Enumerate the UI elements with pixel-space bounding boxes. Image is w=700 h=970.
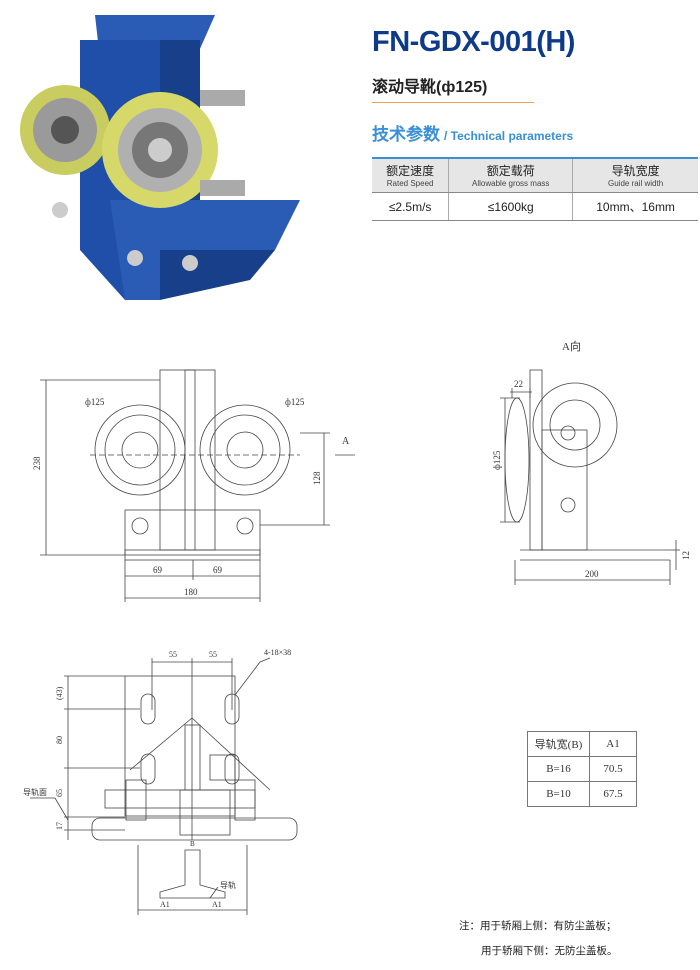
- value-gross-mass: ≤1600kg: [448, 192, 574, 221]
- a1-left: A1: [160, 900, 170, 909]
- header-rail-width: 导轨宽(B): [527, 731, 590, 757]
- value-rated-speed: ≤2.5m/s: [372, 192, 450, 221]
- rail-width-label: B: [190, 840, 195, 848]
- header-a1: A1: [589, 731, 637, 757]
- product-subtitle: 滚动导靴(ф125): [372, 79, 488, 96]
- dim-wheel-dia: ф125: [492, 450, 502, 470]
- dim-65: 65: [55, 789, 64, 797]
- table-row: B=16 70.5: [527, 756, 637, 782]
- dim-height-axis: 128: [312, 471, 322, 485]
- cell-a1: 67.5: [589, 781, 637, 807]
- dim-17: 17: [55, 822, 64, 830]
- slot-spec: 4-18×38: [264, 648, 291, 657]
- table-header-row: 导轨宽(B) A1: [527, 731, 637, 757]
- side-view-drawing: A向 22 ф125 12 200: [492, 339, 691, 585]
- note-line-2: 用于轿厢下侧：无防尘盖板。: [481, 945, 618, 957]
- cell-b: B=16: [527, 756, 590, 782]
- note-line-1: 注：用于轿厢上侧：有防尘盖板；: [459, 920, 617, 932]
- side-view-title: A向: [562, 339, 581, 353]
- cell-b: B=10: [527, 781, 590, 807]
- header-zh: 导轨宽度: [611, 164, 660, 178]
- rail-label: 导轨: [220, 880, 236, 890]
- plan-view-drawing: 55 55 4-18×38 (43) 80 65 17 导轨面 B 导轨 A1 …: [23, 648, 298, 915]
- dim-height-total: 238: [32, 456, 42, 470]
- section-title-zh: 技术参数: [372, 125, 440, 144]
- dim-base-thick: 12: [681, 551, 691, 560]
- dim-right: 69: [213, 565, 223, 575]
- dim-43: (43): [55, 686, 64, 700]
- header-zh: 额定速度: [386, 164, 435, 178]
- wheel-dia-left: ф125: [85, 397, 105, 407]
- view-arrow-label: A: [342, 436, 350, 447]
- product-photo: [20, 15, 300, 300]
- header-zh: 额定载荷: [486, 164, 535, 178]
- product-model: FN-GDX-001(H): [372, 26, 575, 58]
- value-rail-width: 10mm、16mm: [572, 192, 698, 221]
- rail-width-table: 导轨宽(B) A1 B=16 70.5 B=10 67.5: [527, 731, 637, 807]
- dim-top: 22: [514, 379, 523, 389]
- section-title-en: / Technical parameters: [444, 129, 574, 143]
- dim-width-total: 180: [184, 587, 198, 597]
- a1-right: A1: [212, 900, 222, 909]
- header-en: Allowable gross mass: [472, 179, 550, 188]
- front-view-drawing: ф125 ф125 A 238 128 69 69 180: [32, 369, 355, 602]
- dim-55-right: 55: [209, 650, 217, 659]
- cell-a1: 70.5: [589, 756, 637, 782]
- dim-80: 80: [55, 736, 64, 744]
- rail-face-label: 导轨面: [23, 787, 47, 797]
- header-en: Guide rail width: [608, 179, 664, 188]
- wheel-dia-right: ф125: [285, 397, 305, 407]
- dim-55-left: 55: [169, 650, 177, 659]
- dim-left: 69: [153, 565, 163, 575]
- dim-base-width: 200: [585, 569, 599, 579]
- header-en: Rated Speed: [386, 179, 434, 188]
- section-title: 技术参数 / Technical parameters: [372, 120, 573, 145]
- table-row: B=10 67.5: [527, 781, 637, 807]
- divider: [372, 102, 534, 103]
